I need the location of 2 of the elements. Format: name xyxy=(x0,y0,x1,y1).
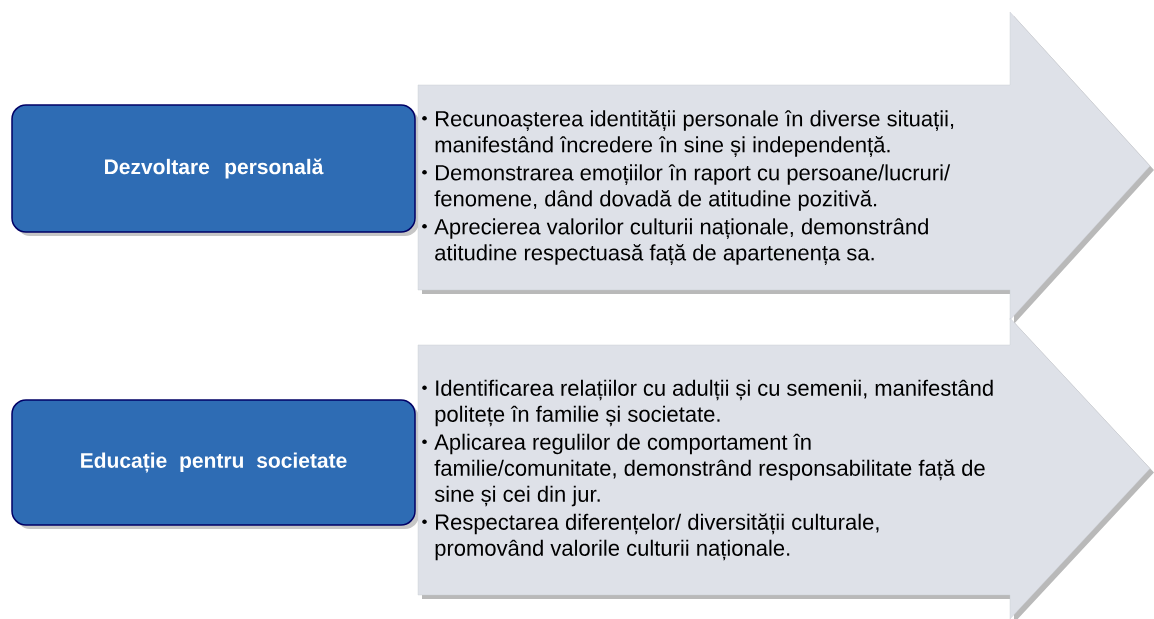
category-box: Educație pentru societate xyxy=(11,399,419,529)
category-box: Dezvoltare personală xyxy=(11,104,419,236)
